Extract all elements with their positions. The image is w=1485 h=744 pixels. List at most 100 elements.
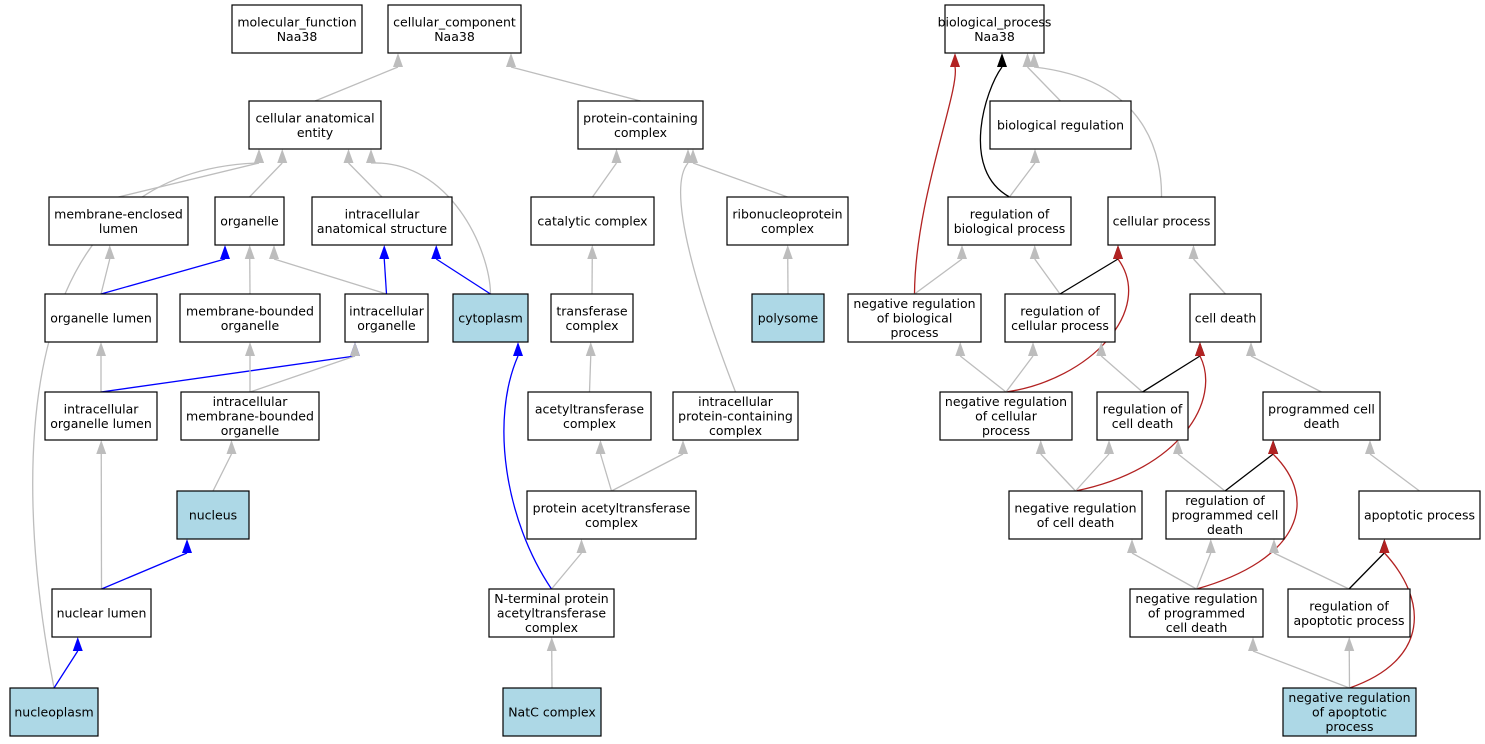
node-label-line: complex: [585, 515, 638, 530]
edge-is-a: [1273, 552, 1350, 590]
edge-part-of: [383, 258, 388, 295]
edge-arrowhead: [1205, 539, 1216, 553]
node-label-line: complex: [761, 221, 814, 236]
node-label-line: negative regulation: [1014, 500, 1136, 515]
edge-regulates: [1348, 552, 1385, 590]
node-label-line: programmed cell: [1172, 508, 1279, 523]
node-label-line: anatomical structure: [317, 221, 447, 236]
node-box: [502, 687, 602, 737]
node-label-line: Naa38: [434, 29, 475, 44]
node-box: [44, 391, 158, 441]
edge-part-of: [503, 355, 553, 590]
node-box: [179, 293, 321, 343]
edge-arrowhead: [1029, 53, 1039, 67]
edge-arrowhead: [1104, 440, 1114, 454]
go-term-node-cproc[interactable]: cellular process: [1107, 196, 1216, 246]
node-label-line: regulation of: [1309, 598, 1389, 613]
edge-arrowhead: [587, 245, 598, 259]
node-label-line: complex: [709, 423, 762, 438]
node-label-line: ribonucleoprotein: [732, 206, 842, 221]
go-term-node-cyto[interactable]: cytoplasm: [452, 293, 529, 343]
edge-is-a: [680, 162, 737, 393]
node-label-line: Naa38: [277, 29, 318, 44]
node-label-line: protein acetyltransferase: [533, 500, 691, 515]
edge-arrowhead: [1029, 245, 1040, 259]
edge-is-a: [914, 258, 963, 295]
node-label-line: of cell death: [1037, 515, 1115, 530]
go-term-node-catc[interactable]: catalytic complex: [530, 196, 655, 246]
edge-arrowhead: [1127, 539, 1137, 553]
node-label-line: nucleoplasm: [14, 705, 93, 720]
edge-arrowhead: [1030, 149, 1040, 163]
edge-arrowhead: [220, 245, 230, 259]
node-label-line: complex: [566, 318, 619, 333]
edge-arrowhead: [997, 53, 1007, 67]
node-label-line: regulation of: [970, 206, 1050, 221]
node-label-line: transferase: [556, 303, 628, 318]
node-label-line: organelle: [357, 318, 416, 333]
edge-arrowhead: [513, 342, 523, 356]
edge-arrowhead: [1246, 342, 1256, 356]
go-term-node-orgl[interactable]: organelle lumen: [44, 293, 158, 343]
edge-is-a: [1100, 355, 1143, 393]
go-term-node-poly[interactable]: polysome: [751, 293, 825, 343]
edge-arrowhead: [1269, 539, 1279, 553]
node-box: [1282, 687, 1417, 737]
go-term-node-ap[interactable]: apoptotic process: [1358, 490, 1481, 540]
node-label-line: biological process: [954, 221, 1066, 236]
edge-arrowhead: [366, 149, 376, 163]
go-term-node-breg[interactable]: biological regulation: [989, 100, 1132, 150]
go-term-node-cd[interactable]: cell death: [1189, 293, 1262, 343]
node-box: [1107, 196, 1216, 246]
edge-arrowhead: [1268, 440, 1278, 454]
node-label-line: process: [982, 423, 1030, 438]
edge-is-a: [249, 162, 283, 198]
edge-is-a: [100, 258, 111, 295]
node-label-line: catalytic complex: [537, 214, 647, 229]
go-term-node-nuc[interactable]: nucleus: [176, 490, 250, 540]
go-term-node-natc[interactable]: NatC complex: [502, 687, 602, 737]
node-label-line: cell death: [1112, 416, 1174, 431]
go-term-node-nl[interactable]: nuclear lumen: [51, 588, 152, 638]
node-label-line: negative regulation: [853, 296, 975, 311]
node-box: [944, 4, 1045, 54]
edge-is-a: [510, 66, 641, 102]
go-term-node-np[interactable]: nucleoplasm: [9, 687, 99, 737]
node-label-line: organelle lumen: [50, 416, 152, 431]
go-term-node-org[interactable]: organelle: [214, 196, 285, 246]
go-term-node-ntpac[interactable]: N-terminal proteinacetyltransferasecompl…: [488, 588, 615, 638]
edge-arrowhead: [254, 149, 264, 163]
edge-arrowhead: [393, 53, 403, 67]
node-label-line: Naa38: [974, 29, 1015, 44]
node-label-line: organelle: [221, 423, 280, 438]
